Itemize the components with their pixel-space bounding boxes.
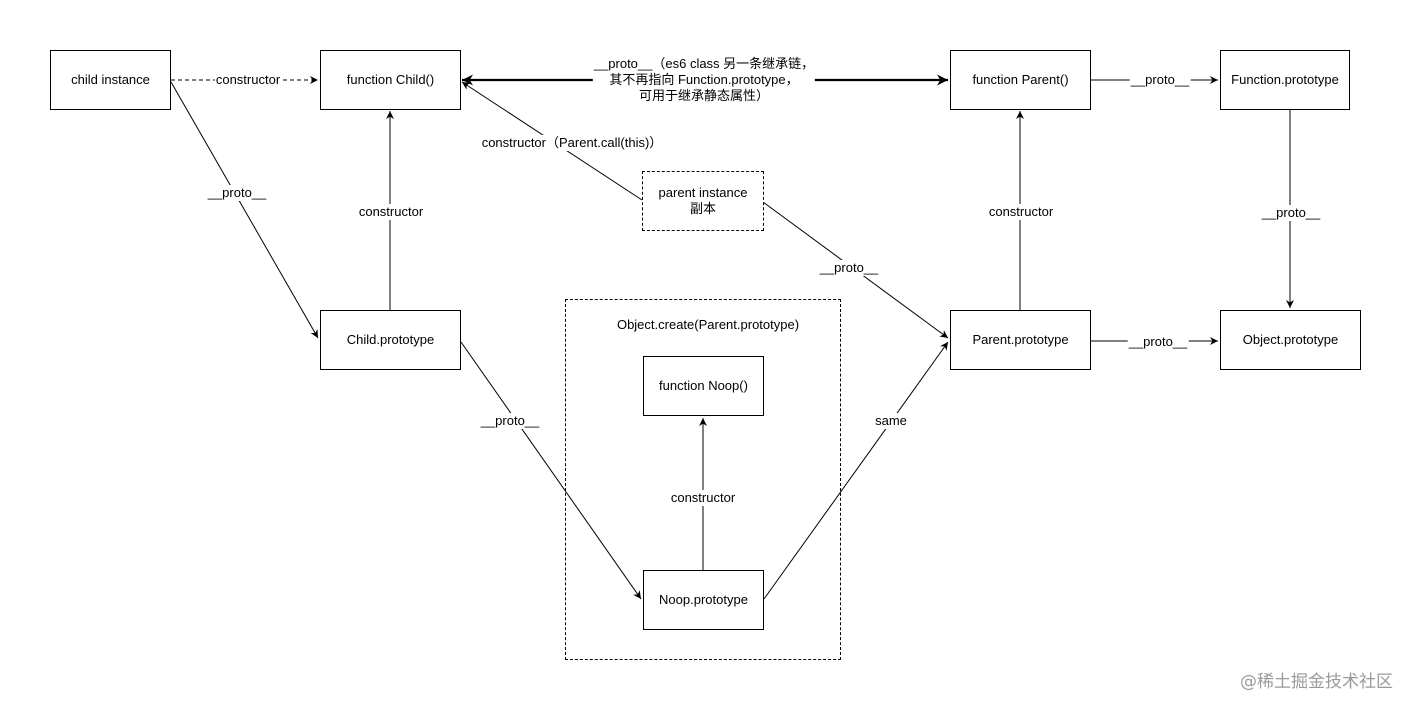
edge-same [763,341,949,600]
node-parent-instance: parent instance 副本 [642,171,764,231]
label-constructor-dashed: constructor [214,72,282,88]
node-child-prototype-label: Child.prototype [346,332,435,347]
node-function-prototype-label: Function.prototype [1231,72,1339,87]
label-proto-child-noop: __proto__ [479,413,541,429]
label-proto-parent-object: __proto__ [1127,334,1189,350]
node-object-prototype-label: Object.prototype [1242,332,1339,347]
node-function-child-label: function Child() [346,72,435,87]
object-create-group-label: Object.create(Parent.prototype) [616,317,800,332]
watermark: @稀土掘金技术社区 [1240,672,1393,692]
node-parent-prototype: Parent.prototype [950,310,1091,370]
node-function-parent-label: function Parent() [972,72,1069,87]
label-proto-function-proto: __proto__ [1260,205,1322,221]
edge-child-prototype-proto [460,341,642,600]
node-noop-prototype: Noop.prototype [643,570,764,630]
label-proto-parent-fn: __proto__ [1129,72,1191,88]
label-proto-child-parent-line1: __proto__（es6 class 另一条继承链， [593,56,815,71]
node-noop-prototype-label: Noop.prototype [659,592,748,607]
node-function-noop: function Noop() [643,356,764,416]
label-constructor-child-proto: constructor [357,204,425,220]
label-constructor-noop: constructor [669,490,737,506]
node-function-prototype: Function.prototype [1220,50,1350,110]
object-create-group [565,299,841,660]
node-parent-instance-sublabel: 副本 [689,201,716,216]
edge-instance-proto [170,81,319,339]
label-constructor-parent-call: constructor（Parent.call(this)） [480,135,664,151]
label-proto-parent-instance: __proto__ [818,260,880,276]
node-parent-instance-label: parent instance [658,185,748,200]
node-child-instance-label: child instance [71,72,150,87]
label-same: same [874,413,908,429]
node-function-noop-label: function Noop() [659,378,748,393]
label-proto-child-parent-line3: 可用于继承静态属性） [638,88,770,103]
node-function-child: function Child() [320,50,461,110]
label-constructor-parent-proto: constructor [987,204,1055,220]
node-function-parent: function Parent() [950,50,1091,110]
label-proto-child-parent-line2: 其不再指向 Function.prototype， [609,72,799,87]
label-proto-instance: __proto__ [206,185,268,201]
node-child-prototype: Child.prototype [320,310,461,370]
node-child-instance: child instance [50,50,171,110]
label-proto-child-parent: __proto__（es6 class 另一条继承链， 其不再指向 Functi… [592,56,816,104]
node-parent-prototype-label: Parent.prototype [972,332,1069,347]
node-object-prototype: Object.prototype [1220,310,1361,370]
